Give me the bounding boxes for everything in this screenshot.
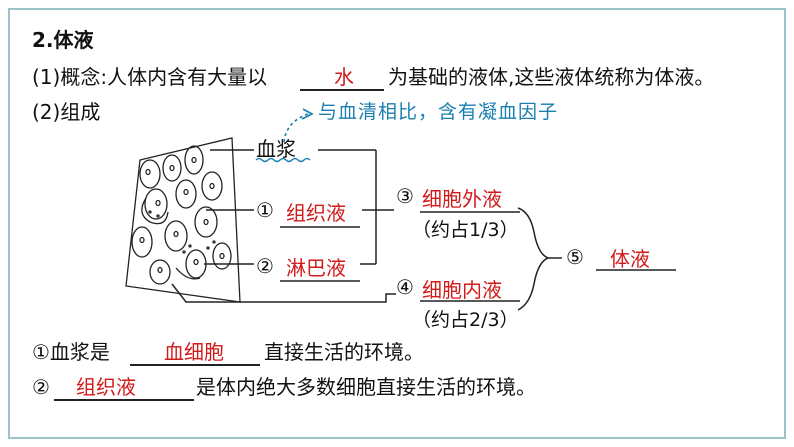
note1-answer: 血细胞 bbox=[164, 340, 224, 364]
tissue-illustration bbox=[126, 138, 240, 302]
item3-share: （约占1/3） bbox=[412, 218, 519, 242]
note1-suffix: 直接生活的环境。 bbox=[264, 340, 424, 364]
plasma-label: 血浆 bbox=[256, 137, 296, 161]
item1-answer: 组织液 bbox=[286, 201, 346, 225]
item1-number: ① bbox=[256, 198, 274, 222]
note2-answer: 组织液 bbox=[76, 375, 136, 399]
item4-number: ④ bbox=[396, 275, 414, 299]
item4-answer: 细胞内液 bbox=[422, 278, 502, 302]
item2-number: ② bbox=[256, 254, 274, 278]
item3-number: ③ bbox=[396, 184, 414, 208]
item4-share: （约占2/3） bbox=[412, 308, 519, 332]
item5-answer: 体液 bbox=[610, 247, 650, 271]
note1-prefix: ①血浆是 bbox=[32, 340, 110, 364]
note2-prefix: ② bbox=[32, 375, 50, 399]
item2-answer: 淋巴液 bbox=[286, 256, 346, 280]
item5-number: ⑤ bbox=[566, 245, 584, 269]
note2-underline bbox=[54, 399, 194, 401]
note1-underline bbox=[130, 364, 260, 366]
note2-suffix: 是体内绝大多数细胞直接生活的环境。 bbox=[196, 375, 536, 399]
item3-answer: 细胞外液 bbox=[422, 187, 502, 211]
